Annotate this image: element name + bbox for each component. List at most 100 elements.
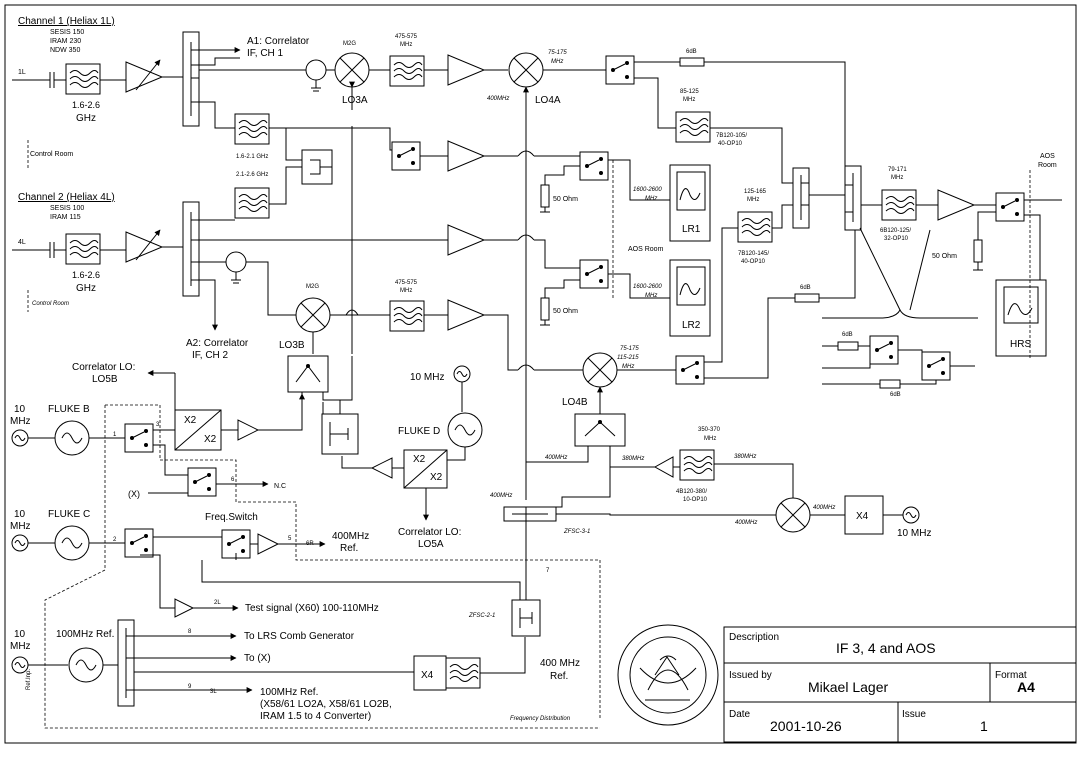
amp-fluke-d (370, 457, 393, 479)
bp-475-b: 475-575 (395, 280, 418, 286)
lo4b-in-0: 75-175 (620, 346, 639, 352)
ch2-filter-range: 1.6-2.6 (72, 270, 100, 280)
ch1-input-cap (12, 72, 66, 88)
ohm-1: 50 Ohm (553, 196, 578, 203)
switch-x (187, 467, 217, 497)
f350-unit: MHz (704, 436, 716, 442)
bp-475-575-a (389, 55, 425, 87)
nc-label: N.C (274, 483, 286, 490)
mhz10-d: 10 MHz (410, 372, 444, 383)
port-6: 6 (231, 477, 235, 483)
mixer-lo3b (295, 297, 331, 333)
f125-unit: MHz (747, 197, 759, 203)
lo3b-label: LO3B (279, 340, 305, 351)
mixer-lo4b (582, 352, 618, 388)
x2-b-2: X2 (204, 434, 217, 445)
a2-line1: A2: Correlator (186, 338, 249, 349)
band-1: 1.6-2.1 GHz (236, 154, 268, 160)
mhz10-r2: MHz (10, 641, 31, 652)
ch1-control-room: Control Room (30, 151, 73, 158)
f400-c: 400MHz (735, 520, 757, 526)
hrs-label: HRS (1010, 339, 1031, 350)
aos-room-2a: AOS (1040, 153, 1055, 160)
switch-aos-1 (579, 151, 609, 181)
bp-125-165 (737, 211, 773, 243)
f400-a: 400MHz (487, 96, 509, 102)
f1600-1-unit: MHz (645, 196, 657, 202)
f1600-2-unit: MHz (645, 293, 657, 299)
bp-400-ref (445, 657, 481, 689)
ref400-2: Ref. (340, 543, 358, 554)
m2g-a: M2G (343, 41, 356, 47)
freq-dist: Frequency Distribution (510, 716, 571, 722)
att-c: 6dB (842, 332, 853, 338)
ch2-filter-unit: GHz (76, 283, 96, 294)
desc-label: Description (729, 632, 779, 643)
mixer-380 (775, 497, 811, 533)
port-1: 1 (113, 432, 117, 438)
channel1-input: 1L (18, 69, 26, 76)
f400-e: 400MHz (813, 505, 835, 511)
lo4b-in-1: 115-215 (617, 355, 639, 361)
fluke-b-osc (54, 420, 90, 456)
port-9: 9 (188, 684, 192, 690)
filt-105-a: 7B120-105/ (716, 133, 747, 139)
channel2-sub-1: IRAM 115 (50, 214, 81, 221)
bp-475-575-b (389, 300, 425, 332)
ref-in: Ref.Inp. (26, 669, 32, 690)
f85: 85-125 (680, 89, 699, 95)
switch-aos-out (995, 192, 1025, 222)
ch2-isolator (225, 251, 247, 273)
date-label: Date (729, 709, 751, 720)
ref400-1: 400MHz (332, 531, 369, 542)
amp-if-a (447, 54, 485, 86)
port-8: 8 (188, 629, 192, 635)
amp-400-ref (257, 533, 280, 555)
load-50ohm-3 (973, 239, 983, 263)
a1-line1: A1: Correlator (247, 36, 310, 47)
osc-100mhz (68, 647, 104, 683)
switch-b (675, 355, 705, 385)
port-6r: 6R (306, 541, 314, 547)
amp-lo3b (237, 419, 260, 441)
amp-aos-out (937, 189, 975, 221)
port-3l: 3L (210, 689, 217, 695)
fluke-b-label: FLUKE B (48, 404, 90, 415)
lr2-label: LR2 (682, 320, 701, 331)
format-label: Format (995, 670, 1027, 681)
bp-2.1-2.6 (234, 187, 270, 219)
mhz10-c2: MHz (10, 521, 31, 532)
mhz10-b2: MHz (10, 416, 31, 427)
port-2: 2 (113, 537, 117, 543)
zfsc3-label: ZFSC-3-1 (563, 529, 590, 535)
amp-aos-1 (447, 140, 485, 172)
src-10mhz-b (11, 429, 29, 447)
fluke-d-osc (447, 412, 483, 448)
x2-b-1: X2 (184, 415, 197, 426)
fluke-c-osc (54, 525, 90, 561)
mixer-lo4a (508, 52, 544, 88)
x4-ref (413, 655, 447, 691)
aos-room: AOS Room (628, 246, 664, 253)
port-7: 7 (546, 568, 550, 574)
zfsc2-label: ZFSC-2-1 (468, 613, 495, 619)
channel1-sub-2: NDW 350 (50, 47, 80, 54)
f79-unit: MHz (891, 175, 903, 181)
lo4b-in-2: MHz (622, 364, 634, 370)
corr-lo5b-1: Correlator LO: (72, 362, 135, 373)
att-d: 6dB (890, 392, 901, 398)
to-x: To (X) (244, 653, 271, 664)
inset-atten-1 (837, 341, 859, 351)
lo4a-label: LO4A (535, 95, 561, 106)
amp-test (174, 598, 195, 618)
channel1-title: Channel 1 (Heliax 1L) (18, 16, 115, 27)
to-lrs: To LRS Comb Generator (244, 631, 355, 642)
channel2-input: 4L (18, 239, 26, 246)
filt-125-a: 6B120-125/ (880, 228, 911, 234)
x4-lo-label: X4 (856, 511, 869, 522)
bp-475-b-unit: MHz (400, 288, 412, 294)
atten-6db-a (679, 57, 705, 67)
ch1-filter (65, 63, 101, 95)
ch2-amplifier (125, 231, 163, 263)
